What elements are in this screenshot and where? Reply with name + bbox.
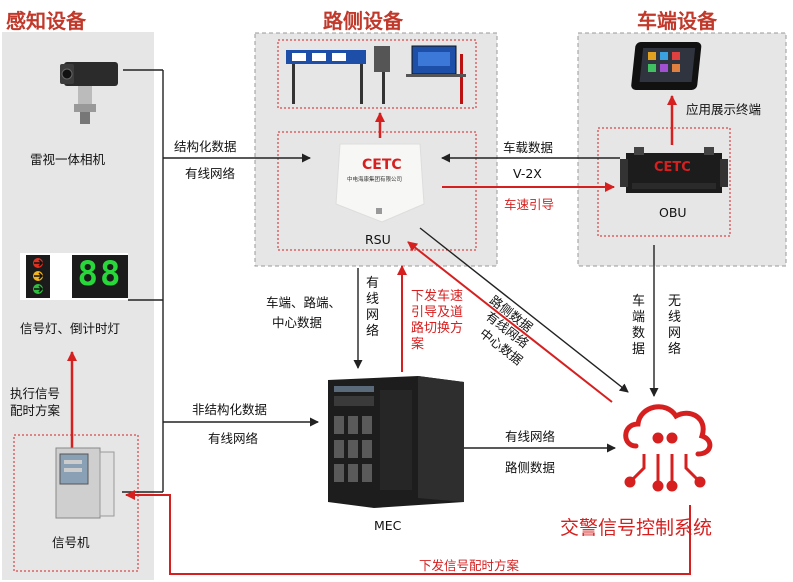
vehicle-title: 车端设备 bbox=[637, 9, 717, 33]
signal-lights-image: 88 bbox=[20, 253, 128, 300]
exec-timing-label-2: 配时方案 bbox=[10, 403, 61, 418]
wired-net-label-1: 有线网络 bbox=[185, 166, 236, 181]
roadside-title: 路侧设备 bbox=[323, 9, 403, 33]
rsu-logo: CETC bbox=[362, 157, 402, 173]
rsu-image bbox=[335, 143, 425, 223]
vehicle-data-vertical-label: 车 端 数 据 bbox=[632, 294, 646, 357]
mec-image bbox=[328, 376, 464, 508]
mec-label: MEC bbox=[374, 518, 402, 533]
terminal-label: 应用展示终端 bbox=[686, 102, 762, 117]
perception-title: 感知设备 bbox=[6, 9, 86, 33]
speed-guide-label: 车速引导 bbox=[504, 197, 555, 212]
obu-logo: CETC bbox=[654, 160, 691, 175]
exec-timing-label-1: 执行信号 bbox=[10, 386, 61, 401]
vehicle-road-center-label-2: 中心数据 bbox=[272, 315, 323, 330]
roadside-display-image bbox=[286, 45, 466, 104]
rsu-label: RSU bbox=[365, 232, 391, 247]
vehicle-road-center-label-1: 车端、路端、 bbox=[266, 295, 342, 310]
wireless-net-vertical-label: 无 线 网 络 bbox=[668, 294, 682, 357]
vehicle-data-label: 车载数据 bbox=[503, 140, 554, 155]
issue-speed-plan-label: 下发车速 引导及道 路切换方 案 bbox=[411, 289, 464, 352]
rsu-company: 中电海康集团有限公司 bbox=[347, 177, 403, 183]
issue-timing-plan-label: 下发信号配时方案 bbox=[419, 558, 520, 573]
radar-camera-image bbox=[60, 62, 118, 124]
radar-camera-label: 雷视一体相机 bbox=[30, 152, 106, 167]
wired-net-label-2: 有线网络 bbox=[208, 431, 259, 446]
signal-machine-label: 信号机 bbox=[52, 535, 90, 550]
obu-label: OBU bbox=[659, 205, 687, 220]
wired-net-vertical-label: 有 线 网 络 bbox=[366, 276, 380, 339]
countdown-display: 88 bbox=[77, 254, 123, 294]
signal-lights-label: 信号灯、倒计时灯 bbox=[20, 321, 121, 336]
structured-data-label: 结构化数据 bbox=[174, 139, 237, 154]
wired-net-label-3: 有线网络 bbox=[505, 429, 556, 444]
v2x-label: V-2X bbox=[513, 166, 542, 181]
roadside-data-label-2: 路侧数据 bbox=[505, 460, 556, 475]
cloud-network-icon bbox=[623, 404, 713, 492]
obu-image bbox=[620, 147, 728, 193]
terminal-image bbox=[631, 42, 702, 90]
signal-machine-image bbox=[55, 447, 115, 519]
unstructured-data-label: 非结构化数据 bbox=[192, 402, 268, 417]
tsc-system-label: 交警信号控制系统 bbox=[560, 517, 713, 539]
